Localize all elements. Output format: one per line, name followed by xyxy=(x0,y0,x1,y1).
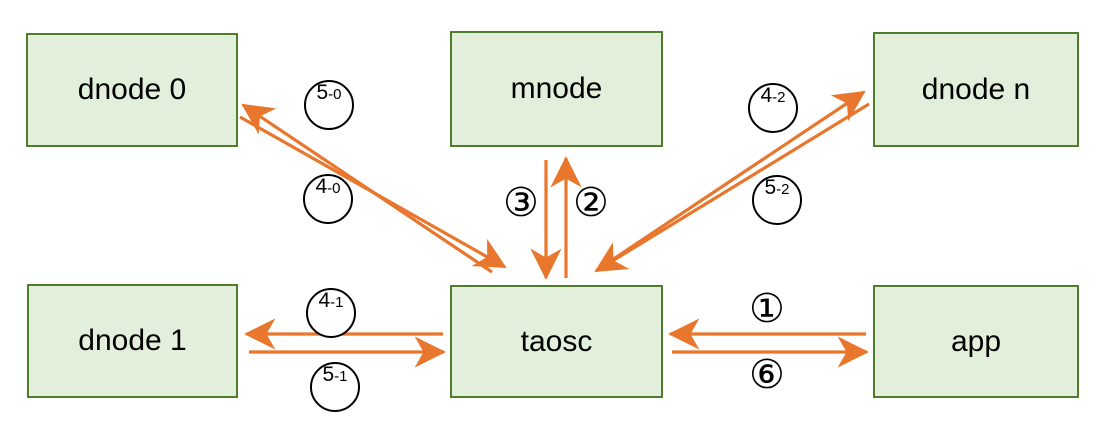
step-label-1: ① xyxy=(749,286,785,332)
step-label-4-0-major: 4 xyxy=(315,175,328,198)
step-label-4-0-minor: -0 xyxy=(327,180,341,197)
step-label-3: ③ xyxy=(503,180,539,226)
node-mnode-label: mnode xyxy=(510,72,603,105)
step-label-5-1: 5-1 xyxy=(310,362,360,412)
node-app[interactable]: app xyxy=(873,285,1079,398)
node-taosc-label: taosc xyxy=(520,324,593,358)
step-label-5-1-major: 5 xyxy=(322,363,335,386)
node-taosc[interactable]: taosc xyxy=(450,285,663,398)
step-label-5-0: 5-0 xyxy=(304,80,354,130)
node-dnoden-label: dnode n xyxy=(921,72,1031,106)
step-label-4-1: 4-1 xyxy=(306,288,356,338)
step-label-4-2-minor: -2 xyxy=(772,89,786,106)
step-label-5-2: 5-2 xyxy=(752,175,802,225)
step-label-5-0-minor: -0 xyxy=(328,86,342,103)
step-label-5-0-major: 5 xyxy=(316,81,329,104)
step-label-4-1-minor: -1 xyxy=(330,294,344,311)
step-label-4-2: 4-2 xyxy=(748,83,798,133)
node-mnode[interactable]: mnode xyxy=(450,31,663,147)
step-label-5-1-minor: -1 xyxy=(334,368,348,385)
node-dnode1-label: dnode 1 xyxy=(78,324,187,357)
node-dnode0-label: dnode 0 xyxy=(77,73,187,106)
step-label-6: ⑥ xyxy=(749,352,785,398)
node-dnoden[interactable]: dnode n xyxy=(873,32,1079,147)
node-app-label: app xyxy=(950,324,1002,358)
node-dnode0[interactable]: dnode 0 xyxy=(26,33,238,147)
step-label-4-0: 4-0 xyxy=(303,174,353,224)
step-label-2: ② xyxy=(573,180,609,226)
step-label-5-2-major: 5 xyxy=(764,176,777,199)
step-label-5-2-minor: -2 xyxy=(776,181,790,198)
step-label-4-2-major: 4 xyxy=(760,84,773,107)
step-label-4-1-major: 4 xyxy=(318,289,331,312)
node-dnode1[interactable]: dnode 1 xyxy=(27,284,238,398)
